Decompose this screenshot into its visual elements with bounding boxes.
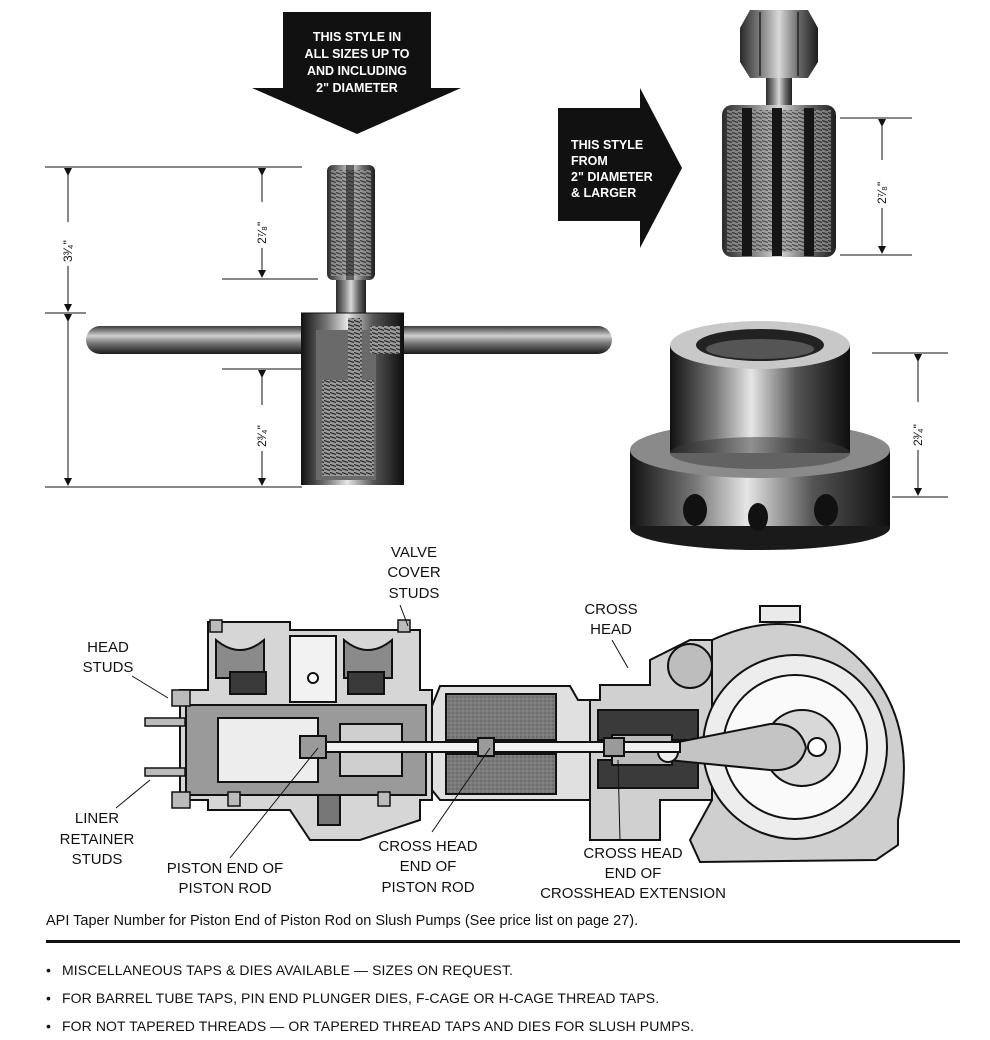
note-item: • MISCELLANEOUS TAPS & DIES AVAILABLE — S… — [46, 956, 694, 984]
piston-end-line-2: PISTON ROD — [178, 880, 271, 897]
cross-head-end-extension-line-2: END OF — [605, 865, 662, 882]
small-style-line-3: AND INCLUDING — [307, 64, 407, 78]
api-taper-caption: API Taper Number for Piston End of Pisto… — [46, 913, 639, 929]
dim-tap-upper: 2⁷⁄₈" — [255, 222, 269, 244]
valve-cover-studs-line-1: VALVE — [391, 544, 437, 561]
piston-end-line-1: PISTON END OF — [167, 860, 283, 877]
dim-large-die: 2³⁄₄" — [911, 424, 925, 446]
bullet-icon: • — [46, 990, 52, 1006]
cross-head-line-1: CROSS — [584, 601, 637, 618]
dim-large-tap: 2⁷⁄₈" — [875, 182, 889, 204]
large-style-arrow: THIS STYLE FROM 2" DIAMETER & LARGER — [558, 88, 682, 248]
large-style-line-3: 2" DIAMETER — [571, 170, 653, 184]
small-style-line-1: THIS STYLE IN — [313, 30, 401, 44]
liner-retainer-studs-line-1: LINER — [75, 810, 119, 827]
large-tap-illustration: 2⁷⁄₈" — [722, 10, 912, 257]
large-style-line-1: THIS STYLE — [571, 138, 643, 152]
large-die-illustration: 2³⁄₄" — [630, 321, 948, 550]
dim-tap-lower: 2³⁄₄" — [255, 425, 269, 447]
valve-cover-studs-line-2: COVER — [387, 564, 441, 581]
pump-leader-lines — [115, 604, 629, 859]
slush-pump-cutaway — [144, 605, 905, 864]
pump-labels: VALVE COVER STUDS CROSS HEAD HEAD STUDS … — [60, 544, 726, 902]
note-item: • FOR BARREL TUBE TAPS, PIN END PLUNGER D… — [46, 984, 694, 1012]
valve-cover-studs-line-3: STUDS — [389, 585, 440, 602]
large-style-line-4: & LARGER — [571, 186, 636, 200]
section-divider — [46, 940, 960, 943]
head-studs-line-2: STUDS — [83, 659, 134, 676]
bullet-icon: • — [46, 1018, 52, 1034]
large-style-line-2: FROM — [571, 154, 608, 168]
cross-head-end-extension-line-1: CROSS HEAD — [583, 845, 682, 862]
cross-head-end-extension-line-3: CROSSHEAD EXTENSION — [540, 885, 726, 902]
head-studs-line-1: HEAD — [87, 639, 129, 656]
small-style-line-2: ALL SIZES UP TO — [305, 47, 410, 61]
bullet-icon: • — [46, 962, 52, 978]
note-text: FOR NOT TAPERED THREADS — OR TAPERED THR… — [62, 1018, 695, 1034]
small-style-line-4: 2" DIAMETER — [316, 81, 398, 95]
cross-head-end-piston-line-1: CROSS HEAD — [378, 838, 477, 855]
small-style-arrow: THIS STYLE IN ALL SIZES UP TO AND INCLUD… — [252, 12, 461, 134]
cross-head-end-piston-line-3: PISTON ROD — [381, 879, 474, 896]
note-text: MISCELLANEOUS TAPS & DIES AVAILABLE — SI… — [62, 962, 514, 978]
note-text: FOR BARREL TUBE TAPS, PIN END PLUNGER DI… — [62, 990, 660, 1006]
liner-retainer-studs-line-2: RETAINER — [60, 831, 135, 848]
cross-head-end-piston-line-2: END OF — [400, 858, 457, 875]
t-handle-tap-illustration: 3³⁄₄" 2⁷⁄₈" 2³⁄₄" — [45, 165, 612, 488]
notes-list: • MISCELLANEOUS TAPS & DIES AVAILABLE — S… — [46, 956, 694, 1040]
dim-overall: 3³⁄₄" — [61, 240, 75, 262]
cross-head-line-2: HEAD — [590, 621, 632, 638]
note-item: • FOR NOT TAPERED THREADS — OR TAPERED TH… — [46, 1012, 694, 1040]
liner-retainer-studs-line-3: STUDS — [72, 851, 123, 868]
